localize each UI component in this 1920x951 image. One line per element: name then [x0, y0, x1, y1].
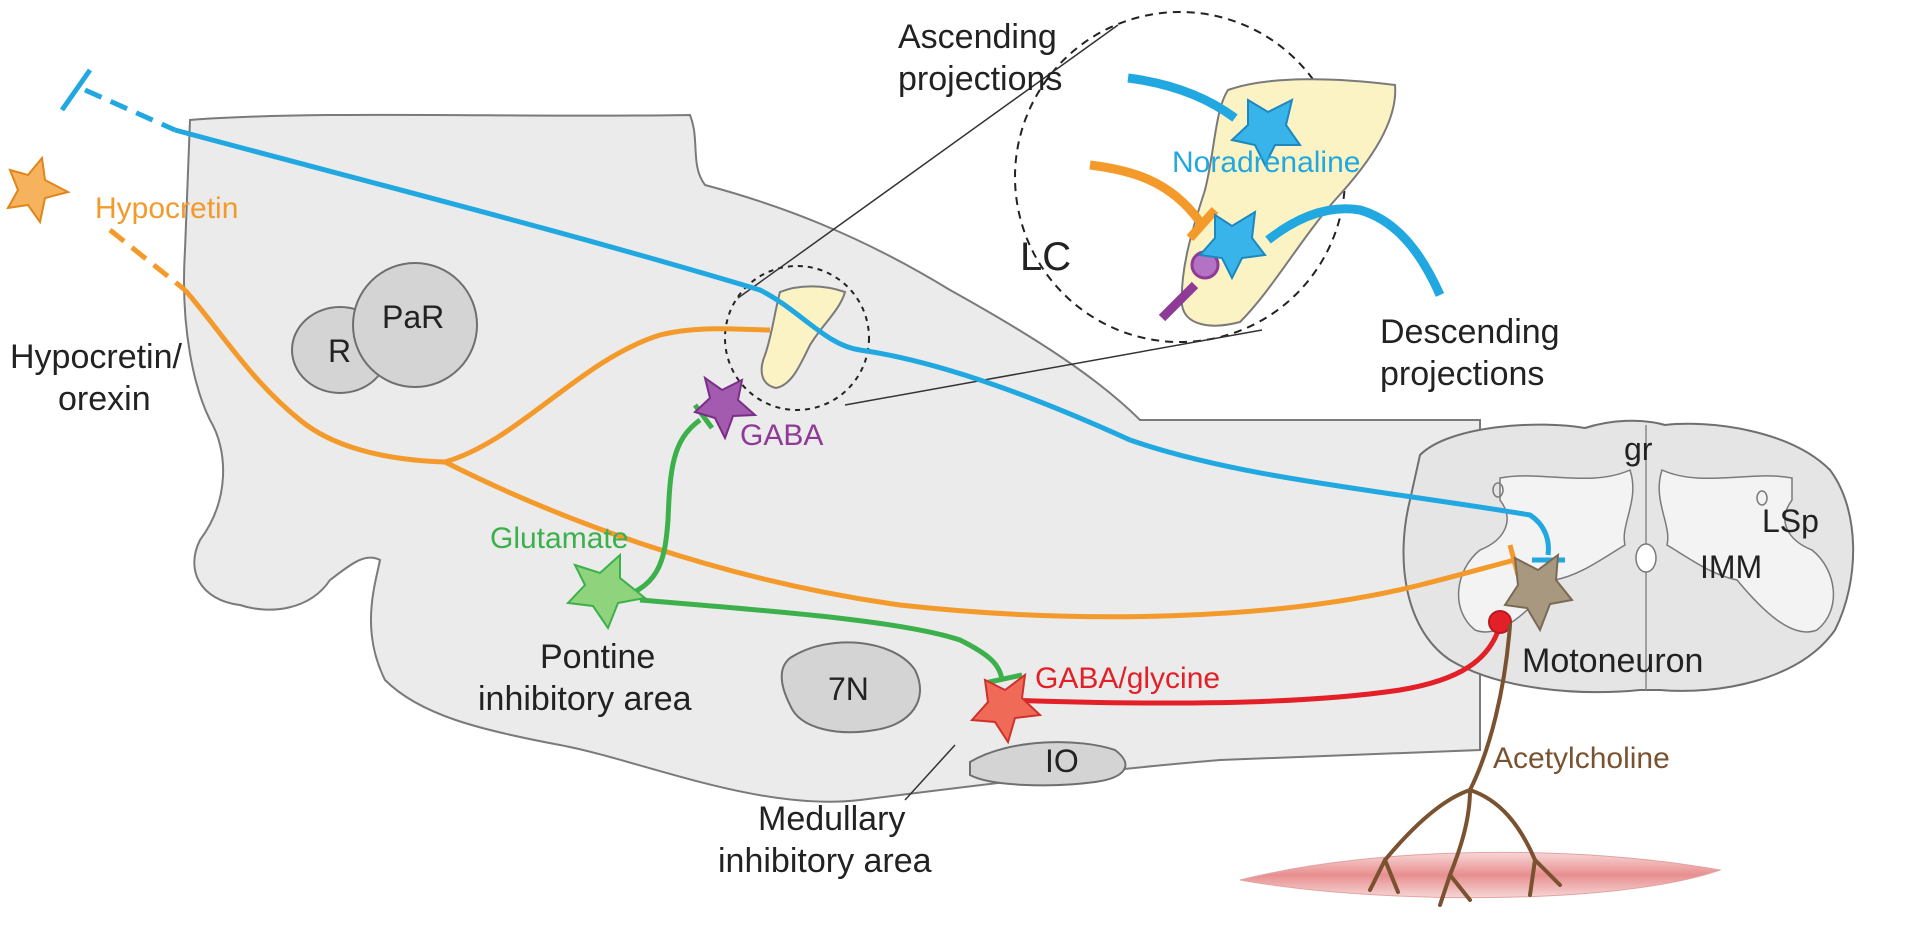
label-glutamate: Glutamate [490, 522, 628, 555]
hypocretin-motoneuron-pathway [443, 459, 1516, 620]
label-lsp: LSp [1762, 503, 1819, 539]
label-ascending-line1: Ascending [898, 18, 1057, 56]
motoneuron [1503, 552, 1574, 633]
hypocretin-dashed-segment [108, 228, 187, 292]
magnifier-connector-top [737, 24, 1119, 299]
label-hypocretin-orexin-line1: Hypocretin/ [10, 338, 183, 376]
label-noradrenaline: Noradrenaline [1172, 146, 1360, 179]
label-r: R [328, 333, 351, 369]
label-7n: 7N [828, 671, 869, 707]
label-io: IO [1045, 743, 1079, 779]
label-motoneuron: Motoneuron [1522, 642, 1703, 680]
descending-noradrenaline-axon [1265, 204, 1445, 297]
label-par: PaR [382, 299, 444, 335]
label-descending-line2: projections [1380, 355, 1544, 393]
acetylcholine-axon [1368, 623, 1562, 907]
gaba-neuron-small [693, 375, 758, 441]
label-pontine-line1: Pontine [540, 638, 655, 676]
glutamate-to-gaba-pathway [609, 417, 702, 603]
magnifier-connector-bottom [844, 329, 1263, 406]
label-gaba: GABA [740, 419, 823, 452]
nucleus-par [352, 262, 478, 388]
muscle-fiber [1239, 851, 1722, 899]
label-hypocretin: Hypocretin [95, 192, 238, 225]
glutamate-neuron [565, 552, 648, 631]
hypocretin-neuron [6, 155, 71, 225]
gaba-lc-axon [1158, 281, 1199, 322]
gaba-glycine-terminal [1488, 610, 1512, 634]
label-lc: LC [1020, 235, 1071, 279]
label-imm: IMM [1700, 549, 1762, 585]
label-gaba-glycine: GABA/glycine [1035, 662, 1220, 695]
label-acetylcholine: Acetylcholine [1493, 742, 1670, 775]
label-gr: gr [1624, 431, 1653, 467]
ascending-noradrenaline-axon [1127, 73, 1238, 122]
gaba-glycine-neuron [969, 672, 1043, 745]
brainstem-outline [183, 113, 1481, 803]
label-medullary-line1: Medullary [758, 800, 905, 838]
medullary-pointer [904, 744, 956, 801]
lc-magnifier-small [724, 265, 870, 411]
noradrenaline-descending-pathway [174, 127, 1551, 556]
label-ascending-line2: projections [898, 60, 1062, 98]
label-medullary-line2: inhibitory area [718, 842, 932, 880]
noradrenaline-neuron-lower [1198, 210, 1267, 281]
glutamate-medullary-bar [984, 672, 1023, 686]
locus-coeruleus-small [760, 285, 847, 390]
glutamate-to-medullary-pathway [639, 597, 1005, 681]
noradrenaline-terminal-bar [59, 68, 93, 112]
gaba-glycine-pathway [1009, 624, 1503, 706]
noradrenaline-neuron-upper [1229, 98, 1302, 168]
spinal-cord-section [1402, 419, 1855, 694]
hypocretin-lc-axon [1089, 160, 1204, 225]
noradrenaline-dashed-segment [83, 87, 177, 133]
nucleus-io [969, 741, 1127, 787]
nucleus-7n [780, 641, 921, 734]
label-descending-line1: Descending [1380, 313, 1560, 351]
label-hypocretin-orexin-line2: orexin [58, 380, 151, 418]
label-pontine-line2: inhibitory area [478, 680, 692, 718]
hypocretin-lc-bar [1186, 207, 1219, 241]
